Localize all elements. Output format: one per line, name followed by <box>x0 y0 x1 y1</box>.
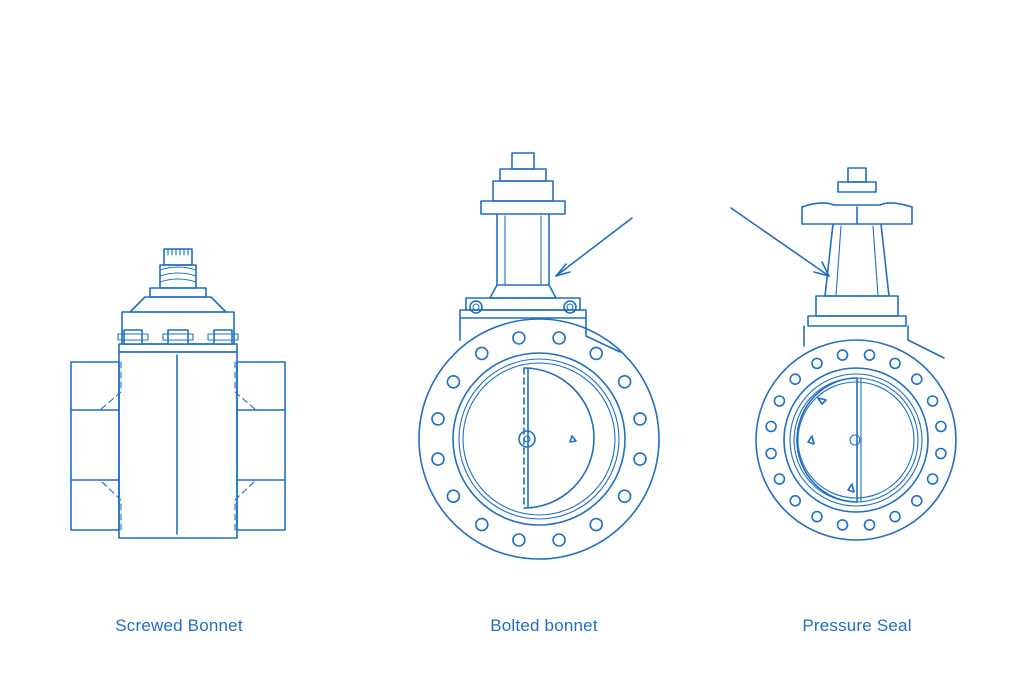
bolt-hole <box>789 494 802 507</box>
bolt-hole <box>935 420 947 433</box>
bolt-hole <box>789 373 802 386</box>
bolt-hole <box>811 510 823 523</box>
bolt-hole <box>910 373 923 386</box>
bolt-hole <box>552 533 566 547</box>
bolt-hole <box>512 331 526 345</box>
pressure-flange-holes <box>765 349 947 531</box>
bolt-hole <box>773 473 786 485</box>
bolt-hole <box>633 412 647 426</box>
bolt-hole <box>863 349 876 361</box>
bolt-hole <box>836 349 849 361</box>
bolt-hole <box>863 519 876 531</box>
bolt-hole <box>431 412 445 426</box>
bolt-hole <box>431 452 445 466</box>
bolt-hole <box>617 374 632 389</box>
bolt-hole <box>765 447 777 460</box>
bolt-hole <box>773 395 786 407</box>
screwed-bonnet-valve <box>70 248 286 539</box>
bolt-hole <box>811 357 823 370</box>
caption-screwed-bonnet: Screwed Bonnet <box>115 616 243 635</box>
bolt-hole <box>889 357 901 370</box>
bolt-hole <box>935 447 947 460</box>
bolt-hole <box>446 489 461 504</box>
bolt-hole <box>446 374 461 389</box>
bolt-hole <box>633 452 647 466</box>
bolted-flange-holes <box>431 331 647 547</box>
pressure-seal-valve <box>730 167 957 541</box>
bolted-bonnet-valve <box>418 152 660 560</box>
caption-bolted-bonnet: Bolted bonnet <box>490 616 598 635</box>
bolt-hole <box>552 331 566 345</box>
bolt-hole <box>589 346 604 361</box>
caption-pressure-seal: Pressure Seal <box>802 616 912 635</box>
bolt-hole <box>474 346 489 361</box>
bolt-hole <box>617 489 632 504</box>
bolt-hole <box>765 420 777 433</box>
bolt-hole <box>512 533 526 547</box>
bolt-hole <box>474 517 489 532</box>
bolt-hole <box>910 494 923 507</box>
bolt-hole <box>926 473 939 485</box>
bolt-hole <box>836 519 849 531</box>
bolt-hole <box>589 517 604 532</box>
bolt-hole <box>889 510 901 523</box>
bolt-hole <box>926 395 939 407</box>
